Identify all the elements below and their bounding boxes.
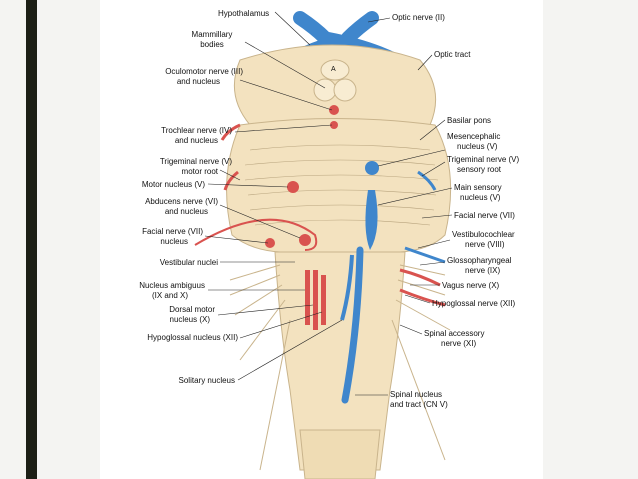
optic-nerve-right <box>341 11 379 45</box>
spinal-trigeminal-tract <box>341 246 364 404</box>
label-nerve-xi: nerve (XI) <box>441 339 477 348</box>
motor-nucleus-v <box>287 181 299 193</box>
label-trigeminal-motor: Trigeminal nerve (V) <box>159 157 232 166</box>
label-and-nucleus-3: and nucleus <box>164 207 208 216</box>
label-nerve-viii: nerve (VIII) <box>465 240 505 249</box>
label-hypoglossal-nerve: Hypoglossal nerve (XII) <box>432 299 516 308</box>
label-vestibulocochlear: Vestibulocochlear <box>452 230 515 239</box>
spinal-cord-stub <box>299 429 381 479</box>
label-hypothalamus: Hypothalamus <box>218 9 270 18</box>
optic-nerve-left <box>293 11 332 45</box>
label-sensory-root: sensory root <box>457 165 502 174</box>
label-spinal-accessory: Spinal accessory <box>424 329 485 338</box>
slide-accent-bar <box>26 0 37 479</box>
label-hypoglossal-nucleus: Hypoglossal nucleus (XII) <box>147 333 238 342</box>
label-bodies: bodies <box>200 40 224 49</box>
mesencephalic-nucleus <box>365 161 379 175</box>
label-mesencephalic: Mesencephalic <box>447 132 501 141</box>
label-optic-tract: Optic tract <box>434 50 471 59</box>
label-solitary: Solitary nucleus <box>178 376 235 385</box>
label-nucleus-x: nucleus (X) <box>169 315 210 324</box>
label-glossopharyngeal: Glossopharyngeal <box>447 256 512 265</box>
label-nerve-ix: nerve (IX) <box>465 266 501 275</box>
rootlets <box>229 264 451 471</box>
sensory-nerve-stubs <box>404 170 446 264</box>
leader-lines <box>204 11 453 396</box>
label-nucleus-v-2: nucleus (V) <box>460 193 501 202</box>
label-basilar-pons: Basilar pons <box>447 116 492 125</box>
abducens-nucleus <box>299 234 311 246</box>
motor-nerve-stubs <box>220 123 446 307</box>
dorsal-motor-nucleus <box>313 270 318 330</box>
brainstem-illustration <box>194 11 453 479</box>
label-facial-right: Facial nerve (VII) <box>454 211 515 220</box>
brainstem-diagram: Hypothalamus Mammillary bodies Oculomoto… <box>100 0 543 479</box>
facial-nerve-loop <box>194 218 318 251</box>
mammillary-body-right <box>333 78 357 102</box>
label-and-nucleus-1: and nucleus <box>176 77 220 86</box>
label-dorsal-motor: Dorsal motor <box>169 305 215 314</box>
label-tract-cn-v: and tract (CN V) <box>390 400 448 409</box>
label-main-sensory: Main sensory <box>454 183 502 192</box>
label-abducens: Abducens nerve (VI) <box>145 197 218 206</box>
label-facial-left: Facial nerve (VII) <box>142 227 203 236</box>
label-chiasm-mark: A <box>331 66 336 73</box>
slide-margin <box>0 0 26 479</box>
label-nucleus-v-1: nucleus (V) <box>457 142 498 151</box>
facial-nucleus <box>265 238 275 248</box>
label-motor-nucleus: Motor nucleus (V) <box>141 180 205 189</box>
hypoglossal-nucleus <box>321 275 326 325</box>
mammillary-body-left <box>313 78 337 102</box>
trochlear-nucleus <box>330 121 338 129</box>
label-spinal-nucleus: Spinal nucleus <box>390 390 443 399</box>
chiasm-body <box>320 59 350 81</box>
oculomotor-nucleus <box>329 105 339 115</box>
label-optic-nerve: Optic nerve (II) <box>392 13 445 22</box>
pons <box>226 118 452 253</box>
label-oculomotor: Oculomotor nerve (III) <box>165 67 243 76</box>
label-vestibular: Vestibular nuclei <box>159 258 218 267</box>
label-ambiguus: Nucleus ambiguus <box>139 281 205 290</box>
label-motor-root: motor root <box>181 167 218 176</box>
label-mammillary: Mammillary <box>191 30 233 39</box>
label-vagus: Vagus nerve (X) <box>442 281 500 290</box>
label-trochlear: Trochlear nerve (IV) <box>161 126 232 135</box>
nucleus-ambiguus <box>305 270 310 325</box>
label-ix-x: (IX and X) <box>151 291 188 300</box>
solitary-nucleus <box>340 254 354 321</box>
main-sensory-nucleus <box>365 190 378 250</box>
pons-fibers <box>244 144 439 226</box>
label-and-nucleus-2: and nucleus <box>174 136 218 145</box>
label-trigeminal-sensory: Trigeminal nerve (V) <box>447 155 520 164</box>
label-nucleus: nucleus <box>160 237 188 246</box>
